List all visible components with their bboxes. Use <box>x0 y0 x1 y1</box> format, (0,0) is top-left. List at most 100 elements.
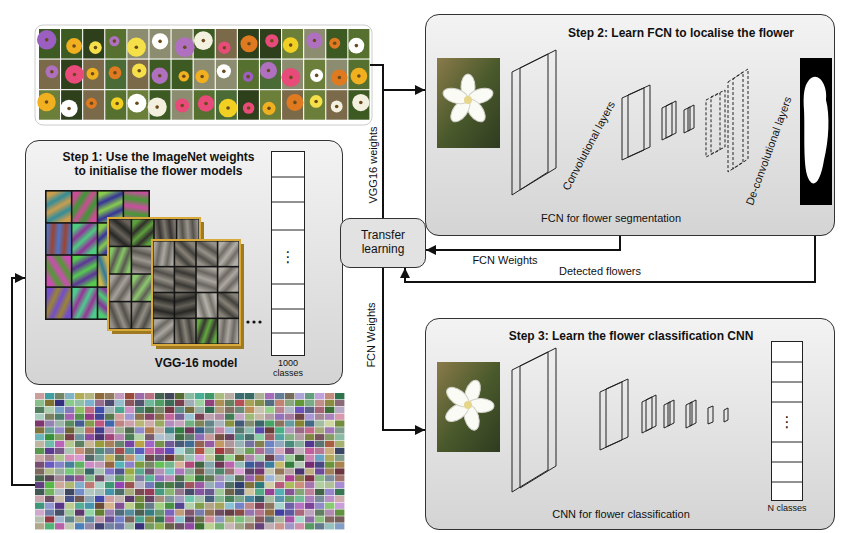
flower-blossom <box>310 69 323 82</box>
photo-tile <box>105 414 114 420</box>
layer <box>628 85 650 157</box>
photo-tile <box>194 90 215 120</box>
photo-tile <box>285 455 294 461</box>
filter-cell <box>132 220 153 246</box>
photo-tile <box>225 393 234 399</box>
flower-blossom <box>128 94 147 113</box>
petal <box>443 383 472 410</box>
photo-tile <box>75 420 84 426</box>
photo-tile <box>155 434 164 440</box>
photo-tile <box>215 414 224 420</box>
photo-tile <box>265 434 274 440</box>
photo-tile <box>45 489 54 495</box>
layer <box>711 90 725 154</box>
cnn-layers <box>512 348 728 492</box>
photo-tile <box>35 434 44 440</box>
photo-tile <box>115 496 124 502</box>
photo-tile <box>325 496 334 502</box>
filter-cell <box>175 267 195 291</box>
layer <box>690 400 696 426</box>
photo-tile <box>295 496 304 502</box>
photo-tile <box>35 441 44 447</box>
photo-tile <box>105 427 114 433</box>
photo-tile <box>65 462 74 468</box>
photo-tile <box>75 400 84 406</box>
photo-tile <box>215 441 224 447</box>
photo-tile <box>235 420 244 426</box>
photo-tile <box>225 503 234 509</box>
photo-tile <box>65 475 74 481</box>
petal <box>441 85 470 106</box>
photo-tile <box>295 434 304 440</box>
ellipsis: ⋮ <box>281 250 296 265</box>
photo-tile <box>275 414 284 420</box>
photo-tile <box>155 414 164 420</box>
photo-tile <box>75 407 84 413</box>
layer <box>600 382 622 450</box>
segmentation-mask <box>800 58 832 205</box>
panel-ground <box>25 140 343 385</box>
photo-tile <box>75 393 84 399</box>
photo-tile <box>145 420 154 426</box>
flower-blossom <box>60 100 77 117</box>
photo-tile <box>115 441 124 447</box>
photo-tile <box>325 523 334 529</box>
photo-tile <box>215 400 224 406</box>
photo-tile <box>275 427 284 433</box>
photo-tile <box>125 414 134 420</box>
photo-tile <box>304 90 325 120</box>
cell-divider <box>272 309 304 310</box>
photo-tile <box>45 523 54 529</box>
flower-centre <box>267 69 271 73</box>
photo-tile <box>335 482 344 488</box>
flower-centre <box>158 40 162 44</box>
photo-tile <box>115 489 124 495</box>
photo-tile <box>195 496 204 502</box>
photo-tile <box>245 407 254 413</box>
photo-tile <box>95 523 104 529</box>
photo-tile <box>315 503 324 509</box>
flower-centre <box>247 42 251 46</box>
photo-tile <box>238 60 259 90</box>
flower-blossom <box>281 68 300 87</box>
flower-petals <box>441 74 495 125</box>
flower-blossom <box>331 101 343 113</box>
filter-cell <box>175 242 195 266</box>
photo-tile <box>325 475 334 481</box>
photo-tile <box>185 489 194 495</box>
photo-tile <box>125 393 134 399</box>
photo-tile <box>245 503 254 509</box>
photo-tile <box>125 455 134 461</box>
cell-divider <box>772 362 802 363</box>
photo-tile <box>225 516 234 522</box>
photo-tile <box>325 414 334 420</box>
flower-centre <box>113 71 117 75</box>
flower-blossom <box>37 30 56 49</box>
flower-centre <box>45 38 49 42</box>
layer <box>646 395 656 431</box>
photo-tile <box>315 462 324 468</box>
photo-tile <box>185 448 194 454</box>
photo-tile <box>255 496 264 502</box>
photo-tile <box>235 414 244 420</box>
photo-tile <box>155 407 164 413</box>
filter-cell <box>110 247 131 273</box>
photo-tile <box>245 414 254 420</box>
photo-tile <box>165 482 174 488</box>
imagenet-mosaic <box>35 393 344 529</box>
photo-tile <box>150 60 171 90</box>
photo-tile <box>235 427 244 433</box>
layer <box>728 72 743 172</box>
photo-tile <box>335 434 344 440</box>
photo-tile <box>105 420 114 426</box>
filter-cell <box>72 192 96 223</box>
flower-centre <box>135 101 139 105</box>
photo-tile <box>75 482 84 488</box>
flower-blossom <box>218 42 230 54</box>
layer <box>642 397 652 433</box>
flower-blossom <box>329 38 340 49</box>
cell-divider <box>272 333 304 334</box>
photo-tile <box>105 516 114 522</box>
photo-tile <box>175 496 184 502</box>
